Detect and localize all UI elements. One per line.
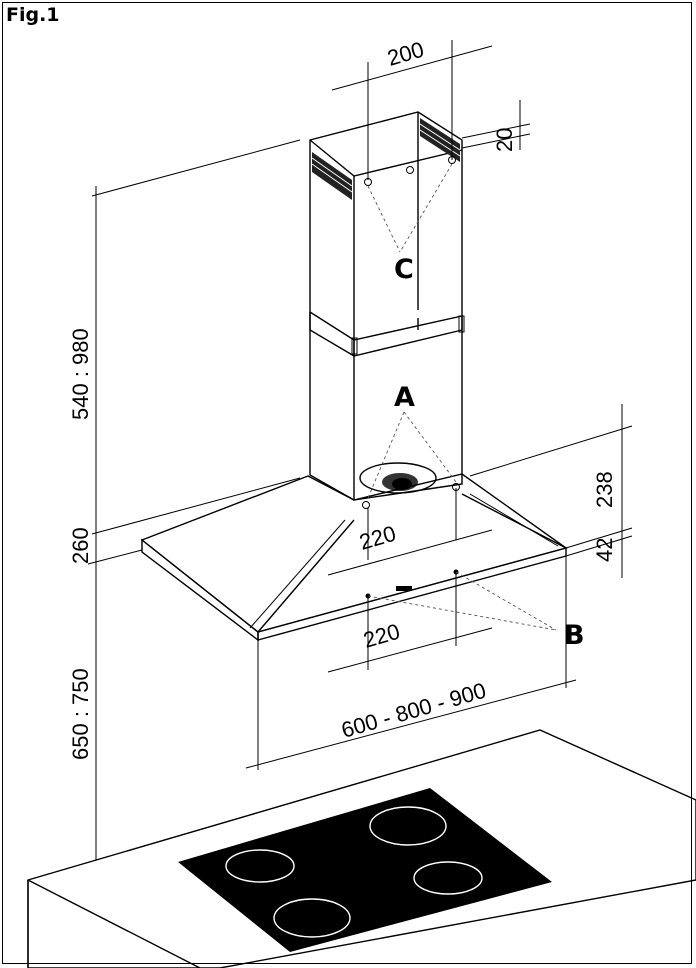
dim-hood-width: 600 - 800 - 900	[338, 678, 488, 743]
chimney	[309, 111, 465, 509]
dim-upper-depth: 238	[592, 471, 617, 508]
leader-lines	[367, 163, 557, 631]
burner-left-back	[225, 849, 295, 883]
vent-slots-left	[311, 152, 353, 200]
label-c: C	[394, 254, 414, 285]
label-b: B	[564, 620, 585, 651]
motor-opening	[359, 462, 437, 494]
label-a: A	[394, 382, 415, 413]
dimension-lines	[87, 40, 633, 860]
dim-chimney-height: 540 : 980	[68, 328, 93, 420]
figure-title: Fig.1	[6, 4, 60, 26]
burner-right-back	[369, 806, 447, 846]
dim-top-offset: 20	[492, 128, 517, 152]
dim-hood-height: 260	[68, 527, 93, 564]
dim-bracket-spacing-upper: 220	[356, 521, 398, 555]
dim-lower-depth: 42	[592, 538, 617, 562]
control-panel	[396, 586, 412, 591]
cooktop	[178, 788, 552, 952]
burner-right-front	[413, 861, 483, 895]
vent-slots-right	[419, 118, 461, 162]
dim-bracket-spacing-lower: 220	[360, 619, 402, 653]
burner-left-front	[273, 898, 351, 938]
dim-mount-height: 650 : 750	[68, 668, 93, 760]
countertop	[27, 729, 696, 968]
